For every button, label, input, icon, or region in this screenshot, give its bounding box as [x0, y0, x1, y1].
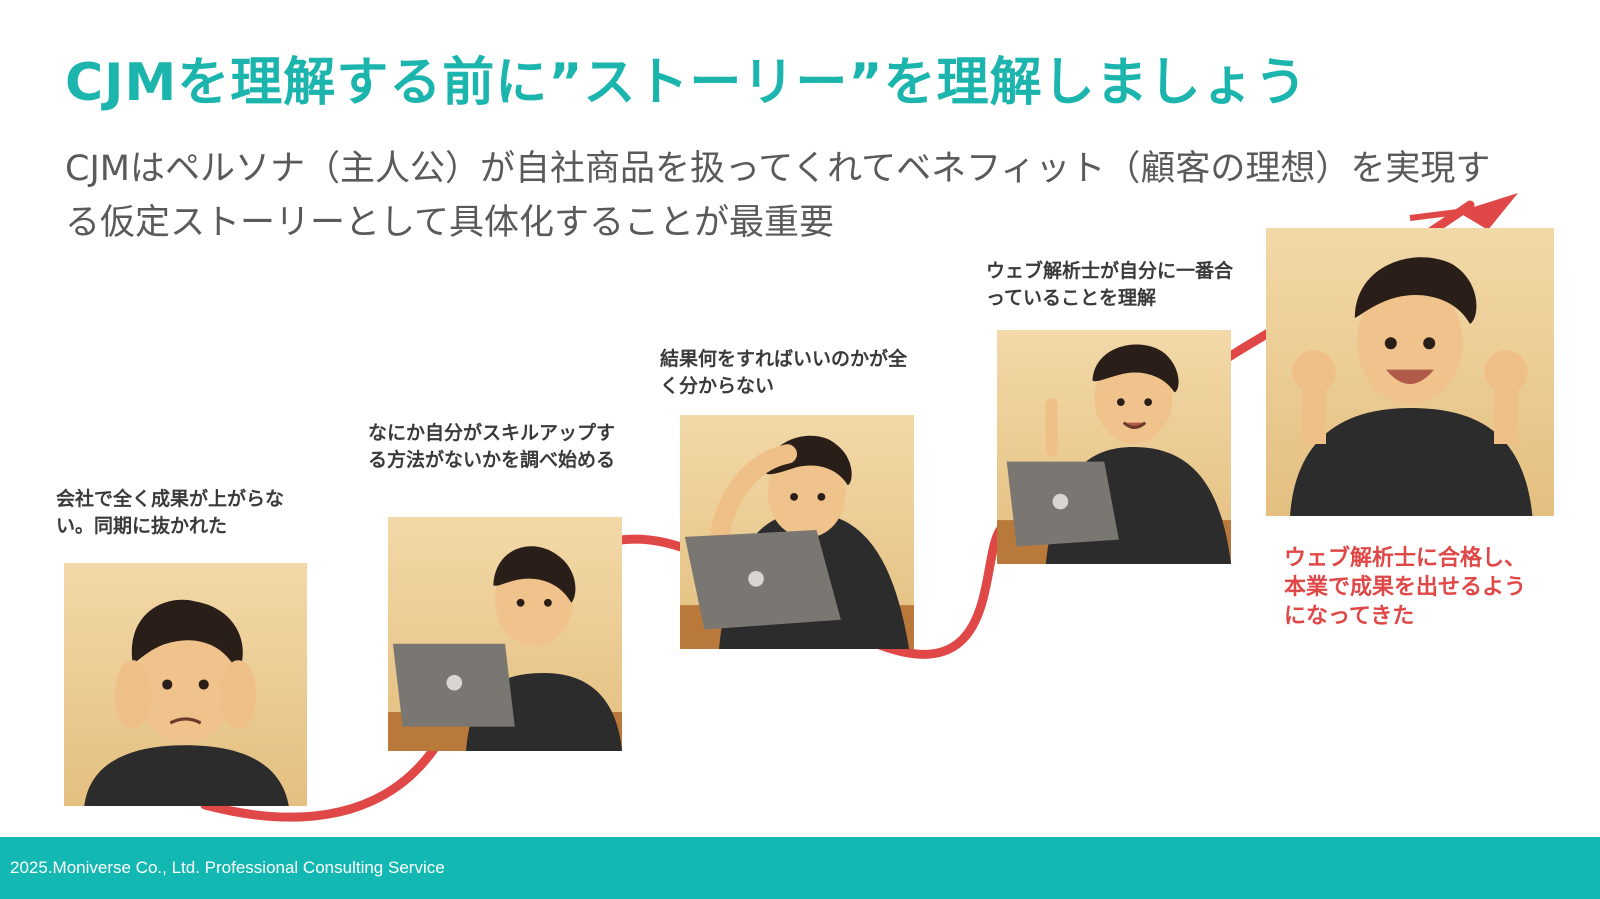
celebrating-man-icon	[1290, 257, 1533, 516]
step3-caption: 結果何をすればいいのかが全く分からない	[660, 348, 908, 397]
slide-subtitle: CJMはペルソナ（主人公）が自社商品を扱ってくれてベネフィット（顧客の理想）を実…	[65, 149, 1491, 243]
step2-caption: なにか自分がスキルアップする方法がないかを調べ始める	[368, 422, 616, 471]
footer-bar: 2025.Moniverse Co., Ltd. Professional Co…	[0, 837, 1600, 899]
confused-man-icon	[680, 435, 914, 649]
step5-caption: ウェブ解析士に合格し、本業で成果を出せるようになってきた	[1284, 546, 1527, 629]
step2-image	[388, 517, 622, 751]
step3-image	[680, 415, 914, 649]
laptop-search-icon	[388, 546, 622, 751]
step4-image	[997, 330, 1231, 564]
idea-man-icon	[997, 344, 1231, 564]
step1-image	[64, 563, 307, 806]
frustrated-man-icon	[84, 599, 289, 806]
slide-title: CJMを理解する前に”ストーリー”を理解しましょう	[65, 53, 1308, 113]
footer-copyright: 2025.Moniverse Co., Ltd. Professional Co…	[10, 858, 445, 877]
arrow-head	[1458, 193, 1518, 230]
step4-caption: ウェブ解析士が自分に一番合っていることを理解	[986, 260, 1234, 309]
step1-caption: 会社で全く成果が上がらない。同期に抜かれた	[56, 488, 285, 537]
step5-image	[1266, 228, 1554, 516]
